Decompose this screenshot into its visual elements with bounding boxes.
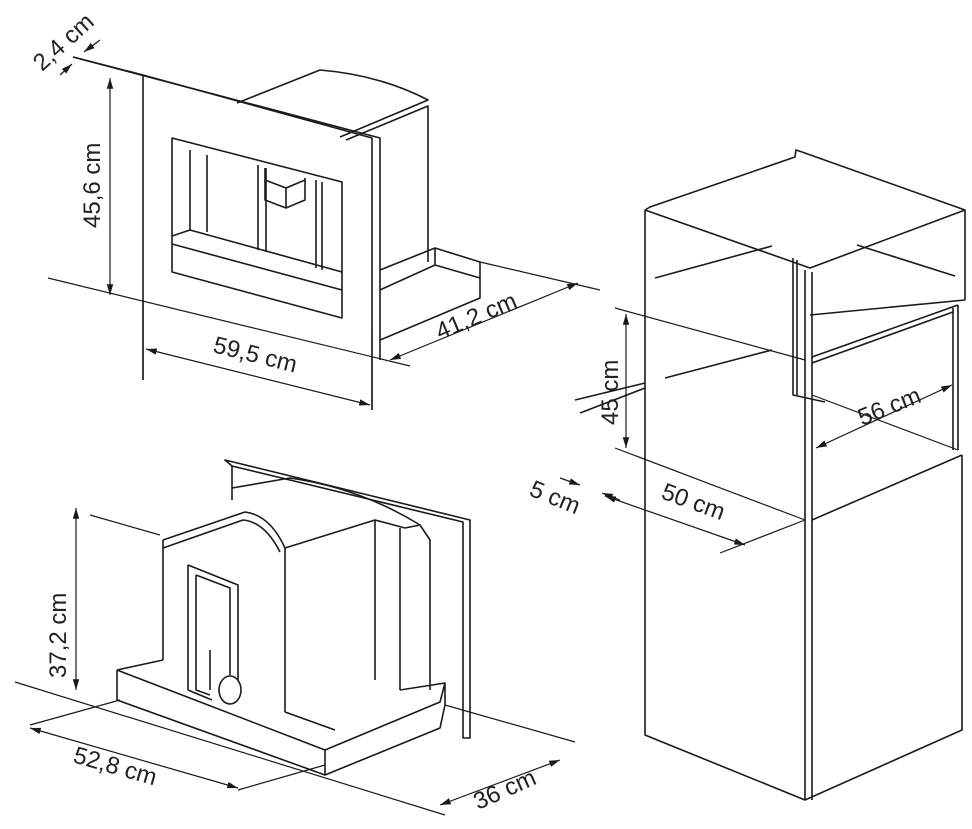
label-panel-depth: 2,4 cm xyxy=(28,8,100,76)
cabinet-niche xyxy=(574,149,966,801)
machine-front-view xyxy=(72,56,481,410)
label-depth-36: 36 cm xyxy=(469,764,540,815)
label-gap-5: 5 cm xyxy=(526,476,584,521)
top-left-dimensions xyxy=(47,39,601,410)
bottom-left-dimensions xyxy=(14,507,576,816)
label-niche-height-45: 45 cm xyxy=(597,360,624,425)
label-width-52-8: 52,8 cm xyxy=(70,742,160,791)
label-height-37-2: 37,2 cm xyxy=(45,593,72,678)
right-dimensions xyxy=(559,307,959,554)
label-height-45-6: 45,6 cm xyxy=(79,143,106,228)
machine-rear-view xyxy=(116,459,471,776)
label-width-59-5: 59,5 cm xyxy=(211,332,300,379)
label-depth-41-2: 41,2 cm xyxy=(432,287,521,345)
